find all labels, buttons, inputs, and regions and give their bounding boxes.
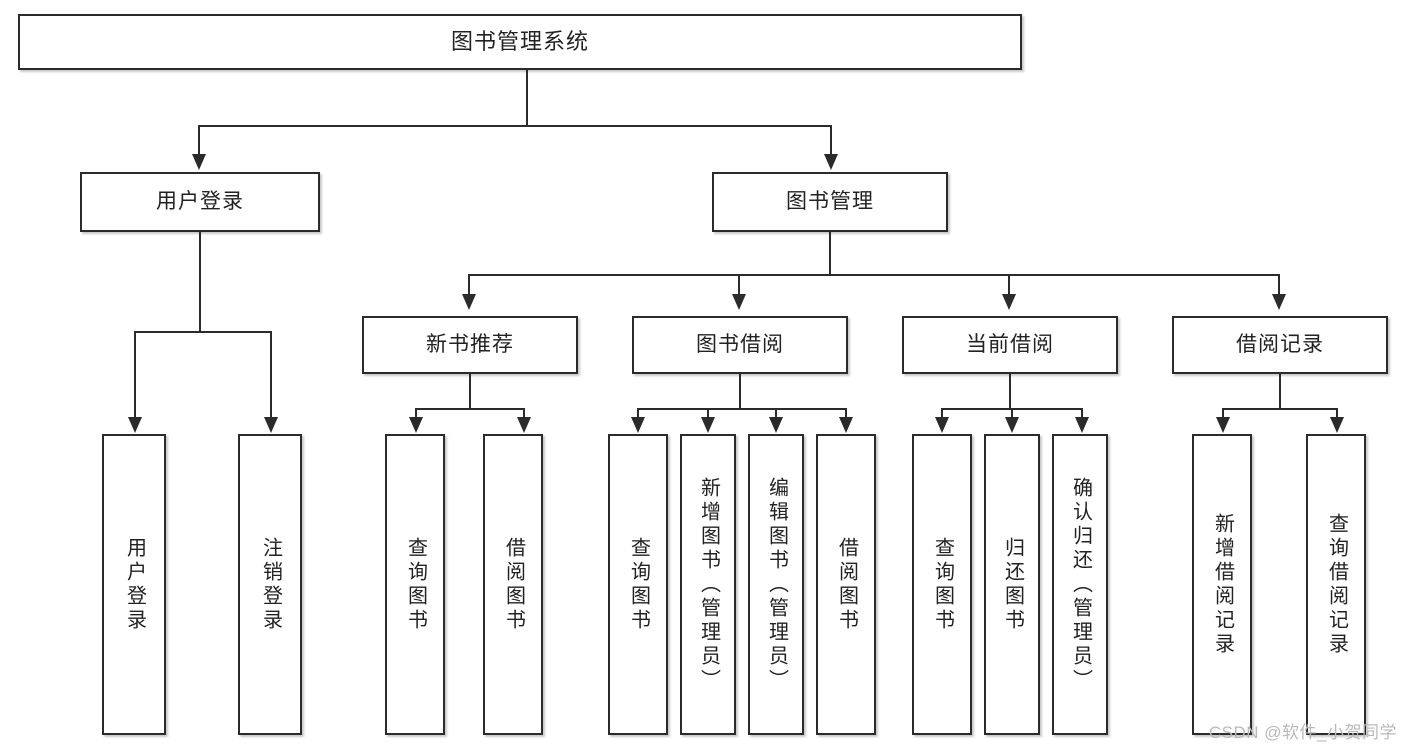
arrow-current-borrow-to-leaf-0 [935,417,949,433]
connector-borrow-record-bus [1222,408,1338,410]
node-label: 借阅记录 [1236,333,1324,357]
leaf-return-book[interactable]: 归还图书 [984,434,1040,735]
leaf-borrow-book-recommend[interactable]: 借阅图书 [483,434,543,735]
connector-borrow-record-to-leaf-1 [1336,408,1338,420]
connector-book-mgmt-stem [829,232,831,276]
connector-book-mgmt-to-l3-3 [1278,274,1280,298]
connector-new-book-to-leaf-0 [415,408,417,420]
connector-current-borrow-to-leaf-2 [1081,408,1083,420]
leaf-label: 用户登录 [123,536,146,633]
connector-book-mgmt-to-l3-0 [468,274,470,298]
arrow-borrow-record-to-leaf-1 [1330,417,1344,433]
connector-new-book-to-leaf-1 [523,408,525,420]
arrow-new-book-to-leaf-0 [409,417,423,433]
node-book-management[interactable]: 图书管理 [712,172,948,232]
connector-book-mgmt-bus [468,274,1280,276]
leaf-add-book-admin[interactable]: 新增图书（管理员） [680,434,736,735]
node-root-library-system[interactable]: 图书管理系统 [18,14,1022,70]
arrow-book-borrow-to-leaf-3 [839,417,853,433]
arrow-user-login-to-leaf-0 [128,417,142,433]
arrow-root-to-user-login [192,154,206,170]
connector-root-to-book-mgmt [830,125,832,158]
connector-current-borrow-stem [1009,374,1011,410]
arrow-root-to-book-mgmt [824,154,838,170]
leaf-label: 编辑图书（管理员） [765,476,788,693]
leaf-label: 新增图书（管理员） [697,476,720,693]
arrow-book-mgmt-to-l3-3 [1272,294,1286,310]
arrow-current-borrow-to-leaf-2 [1075,417,1089,433]
connector-user-login-bus [134,331,272,333]
connector-book-borrow-stem [739,374,741,410]
leaf-query-book-recommend[interactable]: 查询图书 [385,434,445,735]
arrow-user-login-to-leaf-1 [264,417,278,433]
node-current-borrow[interactable]: 当前借阅 [902,316,1118,374]
connector-book-borrow-to-leaf-1 [707,408,709,420]
arrow-book-borrow-to-leaf-0 [631,417,645,433]
connector-root-stem [526,70,528,127]
connector-root-to-user-login [198,125,200,158]
node-label: 当前借阅 [966,333,1054,357]
leaf-query-borrow-record[interactable]: 查询借阅记录 [1306,434,1366,735]
node-label: 图书管理 [786,190,874,214]
arrow-book-borrow-to-leaf-2 [769,417,783,433]
leaf-label: 查询借阅记录 [1325,512,1348,657]
leaf-label: 注销登录 [259,536,282,633]
connector-borrow-record-to-leaf-0 [1222,408,1224,420]
arrow-book-mgmt-to-l3-1 [732,294,746,310]
leaf-label: 归还图书 [1001,536,1024,633]
node-label: 用户登录 [156,190,244,214]
arrow-book-borrow-to-leaf-1 [701,417,715,433]
connector-root-bus [198,125,832,127]
arrow-new-book-to-leaf-1 [517,417,531,433]
leaf-add-borrow-record[interactable]: 新增借阅记录 [1192,434,1252,735]
leaf-label: 借阅图书 [835,536,858,633]
node-label: 图书管理系统 [450,28,589,54]
connector-book-mgmt-to-l3-2 [1008,274,1010,298]
leaf-edit-book-admin[interactable]: 编辑图书（管理员） [748,434,804,735]
node-book-borrow[interactable]: 图书借阅 [632,316,848,374]
arrow-book-mgmt-to-l3-2 [1002,294,1016,310]
node-label: 新书推荐 [426,333,514,357]
leaf-label: 确认归还（管理员） [1069,476,1092,693]
arrow-current-borrow-to-leaf-1 [1005,417,1019,433]
connector-current-borrow-to-leaf-1 [1011,408,1013,420]
connector-user-login-to-leaf-1 [270,331,272,420]
leaf-label: 借阅图书 [502,536,525,633]
connector-user-login-to-leaf-0 [134,331,136,420]
leaf-confirm-return-admin[interactable]: 确认归还（管理员） [1052,434,1108,735]
connector-current-borrow-to-leaf-0 [941,408,943,420]
leaf-label: 查询图书 [627,536,650,633]
connector-book-borrow-to-leaf-3 [845,408,847,420]
node-new-book-recommend[interactable]: 新书推荐 [362,316,578,374]
leaf-query-book-current[interactable]: 查询图书 [912,434,972,735]
leaf-borrow-book[interactable]: 借阅图书 [816,434,876,735]
connector-book-borrow-to-leaf-0 [637,408,639,420]
node-user-login[interactable]: 用户登录 [80,172,320,232]
leaf-user-login[interactable]: 用户登录 [102,434,166,735]
connector-borrow-record-stem [1279,374,1281,410]
leaf-label: 查询图书 [404,536,427,633]
arrow-book-mgmt-to-l3-0 [462,294,476,310]
connector-book-mgmt-to-l3-1 [738,274,740,298]
leaf-label: 新增借阅记录 [1211,512,1234,657]
connector-book-borrow-bus [637,408,847,410]
arrow-borrow-record-to-leaf-0 [1216,417,1230,433]
connector-new-book-bus [415,408,525,410]
node-borrow-record[interactable]: 借阅记录 [1172,316,1388,374]
leaf-label: 查询图书 [931,536,954,633]
leaf-logout-login[interactable]: 注销登录 [238,434,302,735]
connector-book-borrow-to-leaf-2 [775,408,777,420]
connector-user-login-stem [199,232,201,333]
leaf-query-book-borrow[interactable]: 查询图书 [608,434,668,735]
connector-new-book-stem [469,374,471,410]
node-label: 图书借阅 [696,333,784,357]
